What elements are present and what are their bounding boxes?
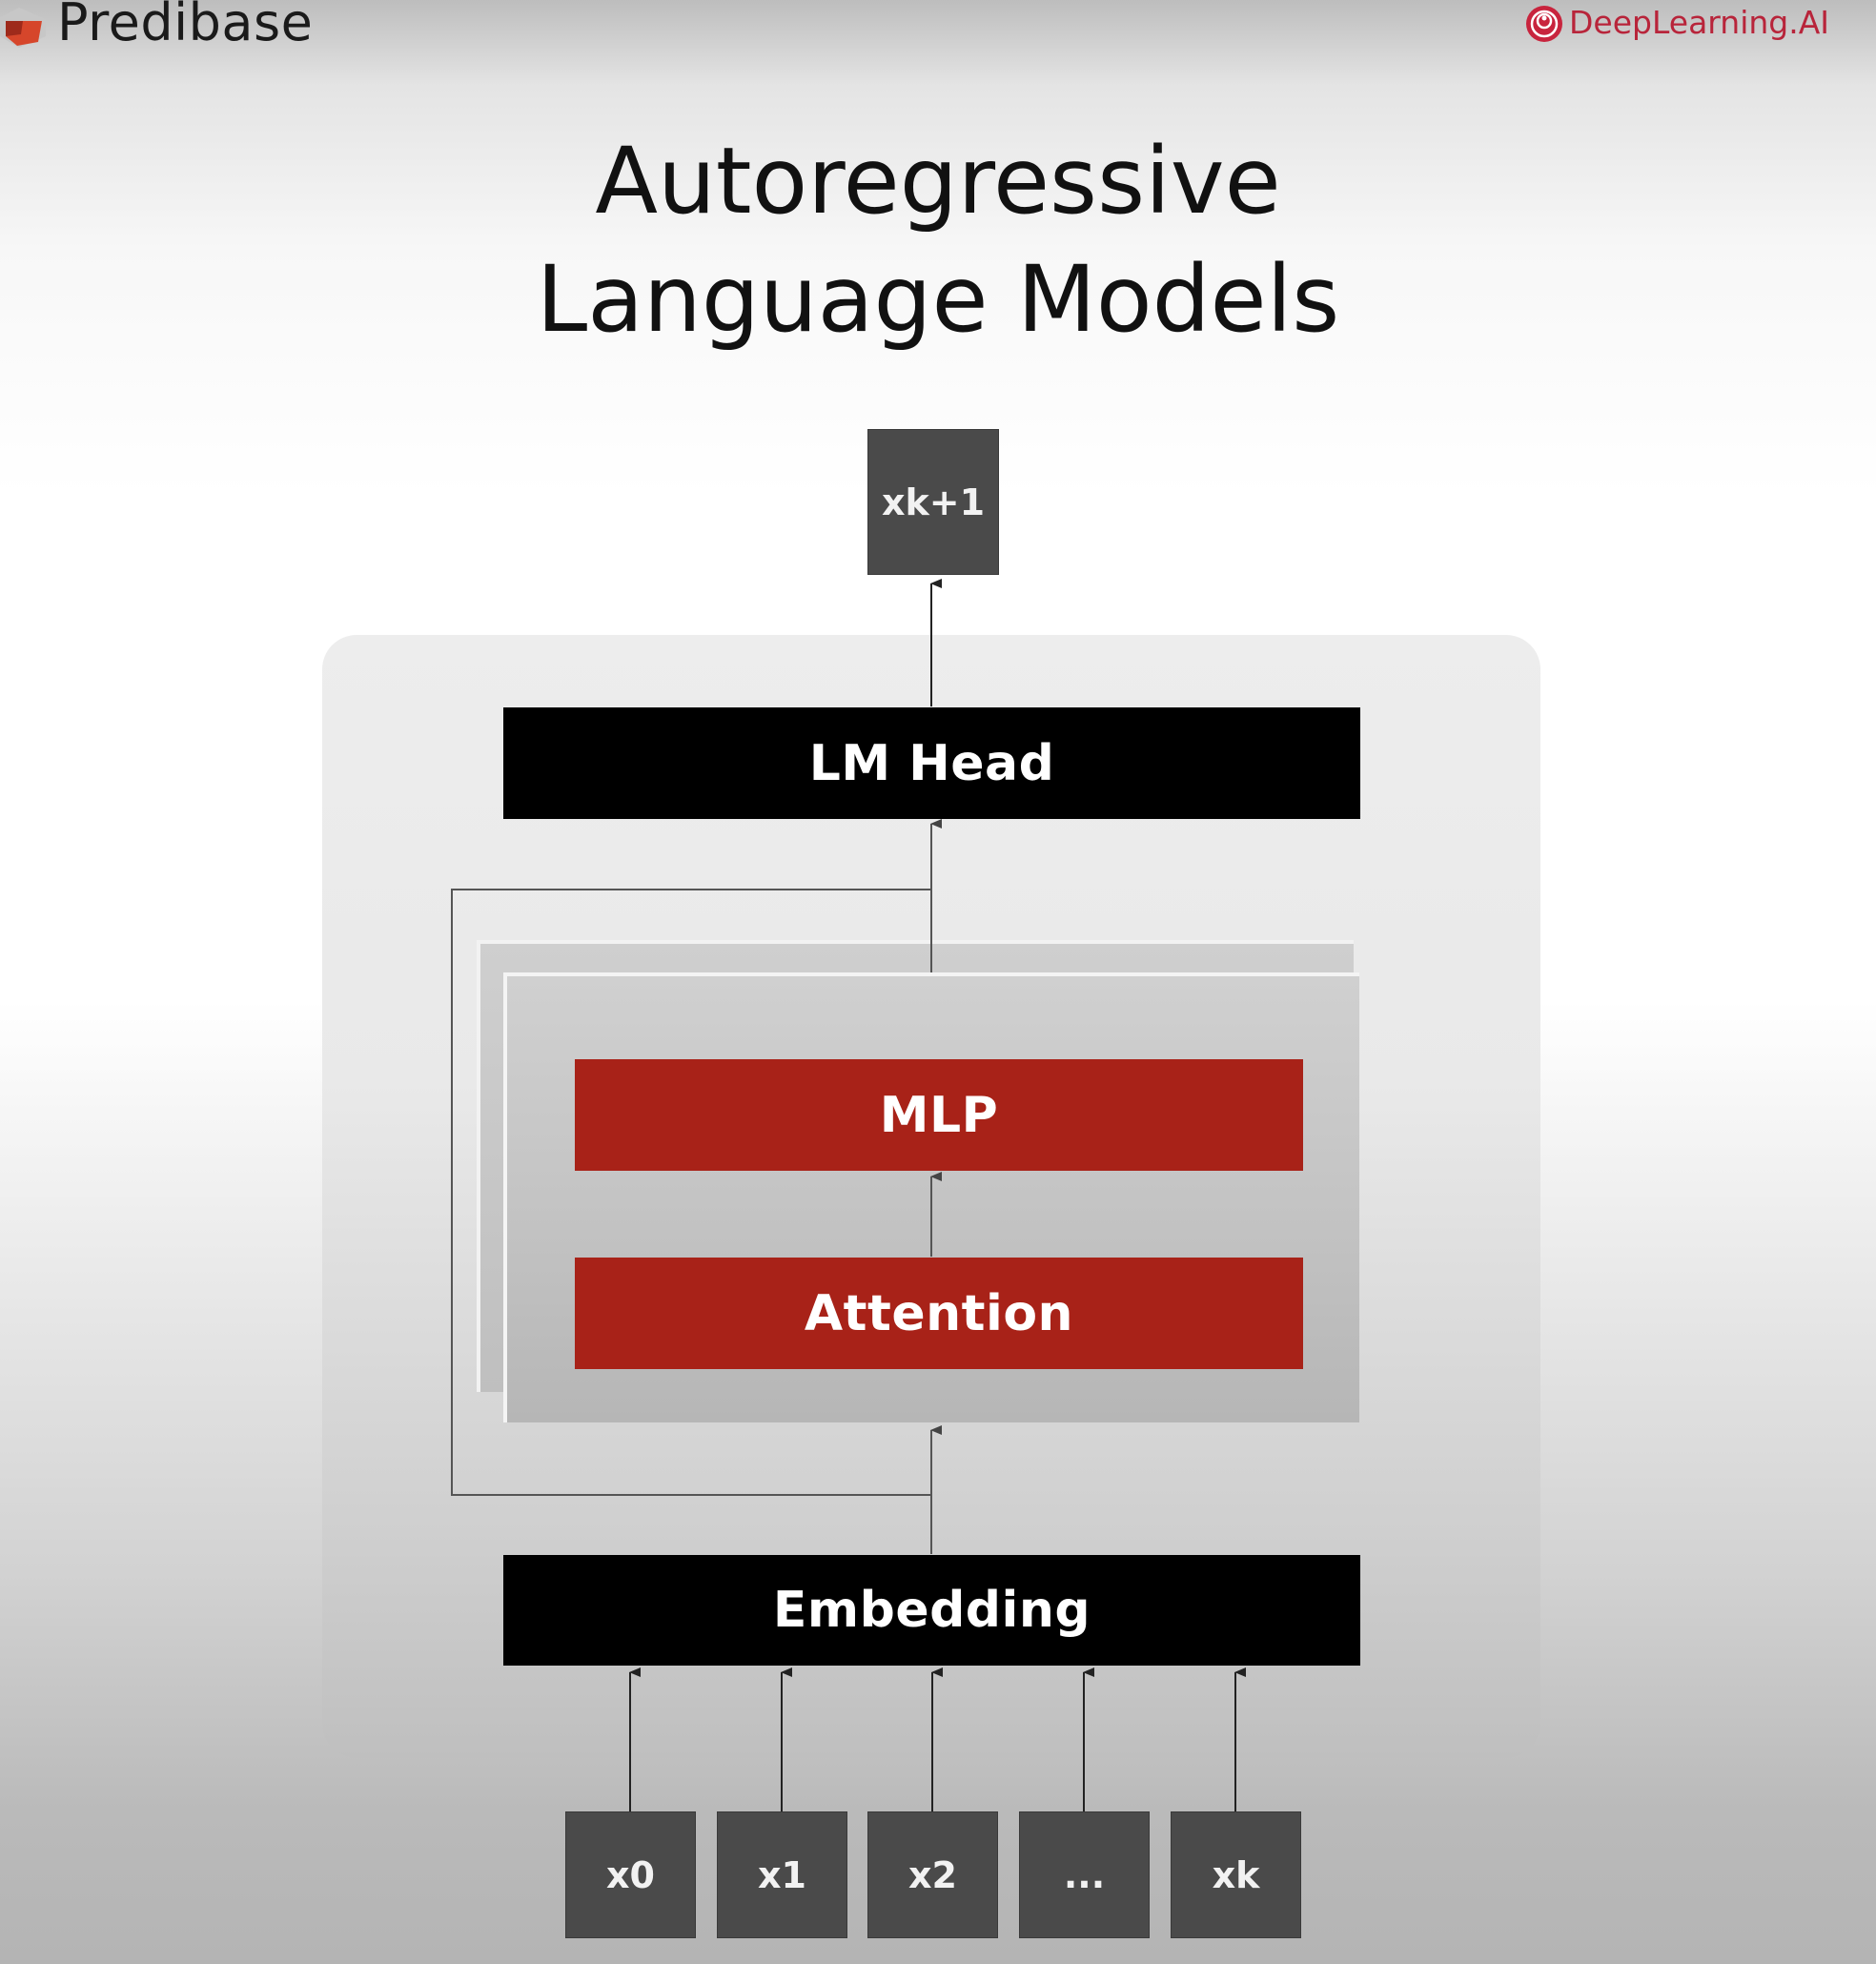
lm-head-label: LM Head — [808, 734, 1055, 792]
predibase-logo-icon — [0, 8, 46, 48]
deeplearning-ai-brand: DeepLearning.AI — [1525, 0, 1849, 50]
mlp-label: MLP — [879, 1086, 999, 1144]
predibase-wordmark: Predibase — [57, 0, 314, 52]
input-token: x1 — [717, 1811, 847, 1938]
predibase-brand: Predibase — [0, 0, 400, 53]
attention-label: Attention — [804, 1284, 1074, 1342]
deeplearning-ai-wordmark: DeepLearning.AI — [1569, 4, 1830, 41]
embedding-block: Embedding — [503, 1555, 1360, 1666]
input-token: x0 — [565, 1811, 696, 1938]
input-token-label: x2 — [908, 1853, 957, 1896]
input-token-label: x0 — [606, 1853, 655, 1896]
slide-title: Autoregressive Language Models — [461, 122, 1415, 358]
mlp-block: MLP — [575, 1059, 1303, 1171]
embedding-label: Embedding — [772, 1582, 1091, 1639]
attention-block: Attention — [575, 1258, 1303, 1369]
output-token-label: xk+1 — [881, 481, 986, 523]
input-token-label: xk — [1212, 1853, 1260, 1896]
residual-connection — [451, 889, 931, 1496]
input-token: ... — [1019, 1811, 1150, 1938]
input-token-label: x1 — [758, 1853, 806, 1896]
deeplearning-ai-logo-icon — [1526, 6, 1562, 42]
output-token: xk+1 — [867, 429, 999, 575]
slide-title-line-1: Autoregressive — [595, 128, 1281, 235]
lm-head-block: LM Head — [503, 707, 1360, 819]
input-token-label: ... — [1063, 1853, 1106, 1896]
slide-title-line-2: Language Models — [536, 246, 1340, 353]
input-token: x2 — [867, 1811, 998, 1938]
input-token: xk — [1171, 1811, 1301, 1938]
